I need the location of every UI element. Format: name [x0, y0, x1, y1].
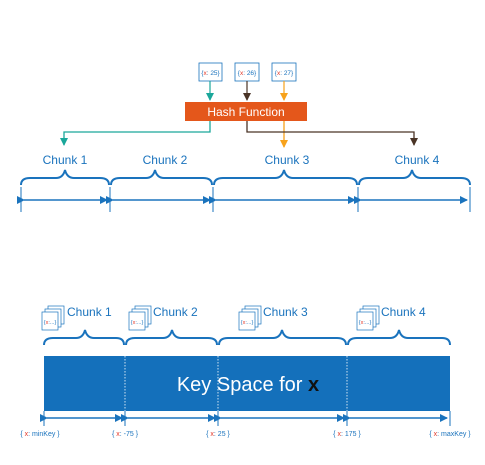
doc-value: 25: [210, 70, 218, 77]
svg-text:{x:...}: {x:...}: [359, 320, 372, 326]
top-braces: [20, 169, 471, 186]
ranged-sharding-diagram: {x:...} {x:...} {x:...} {x:...} Chunk 1 …: [20, 305, 471, 438]
doc-stack-chunk4: {x:...}: [356, 305, 380, 331]
svg-text:{x:...}: {x:...}: [44, 320, 57, 326]
document-x25: {x: 25}: [198, 62, 223, 82]
brace-chunk3: [213, 169, 358, 186]
brace-chunk1: [20, 169, 110, 186]
boundary-label-neg75: { x: -75 }: [112, 431, 139, 438]
bottom-chunk-label: Chunk 2: [153, 305, 198, 319]
doc-stack-chunk2: {x:...}: [128, 305, 152, 331]
bottom-chunk-label: Chunk 3: [263, 305, 308, 319]
svg-text:{x:...}: {x:...}: [131, 320, 144, 326]
svg-text:{x: 25}: {x: 25}: [201, 70, 220, 77]
brace-chunk4: [347, 329, 451, 346]
top-chunk-label: Chunk 4: [395, 153, 440, 167]
boundary-label-maxkey: { x: maxKey }: [429, 431, 471, 438]
doc-placeholder: ...: [365, 320, 370, 326]
arrow-hash-to-chunk4: [246, 121, 418, 146]
bottom-chunk-label: Chunk 1: [67, 305, 112, 319]
bottom-braces: [43, 329, 451, 346]
boundary-label-25: { x: 25 }: [206, 431, 230, 438]
doc-value: 26: [247, 70, 255, 77]
document-x27: {x: 27}: [271, 62, 297, 82]
key-space-label: Key Space for x: [177, 374, 319, 396]
doc-placeholder: ...: [137, 320, 142, 326]
key-space-dividers: [124, 356, 348, 411]
top-chunk-label: Chunk 3: [265, 153, 310, 167]
doc-placeholder: ...: [50, 320, 55, 326]
doc-key: x: [277, 70, 281, 77]
doc-stack-chunk1: {x:...}: [41, 305, 65, 331]
hash-function-box: Hash Function: [185, 102, 307, 121]
brace-chunk3: [218, 329, 347, 346]
hashed-sharding-diagram: {x: 25} {x: 26} {x: 27} Hash Function: [17, 62, 471, 212]
doc-stack-chunk3: {x:...}: [238, 305, 262, 331]
arrow-hash-to-chunk1: [60, 121, 211, 146]
top-chunk-label: Chunk 2: [143, 153, 188, 167]
doc-placeholder: ...: [247, 320, 252, 326]
brace-chunk2: [110, 169, 213, 186]
brace-chunk4: [358, 169, 471, 186]
svg-text:{x:...}: {x:...}: [241, 320, 254, 326]
doc-value: 27: [284, 70, 292, 77]
boundary-label-minkey: { x: minKey }: [20, 431, 60, 438]
svg-text:{x: 27}: {x: 27}: [275, 70, 294, 77]
doc-key: x: [240, 70, 244, 77]
brace-chunk1: [43, 329, 125, 346]
hash-function-label: Hash Function: [207, 105, 284, 119]
boundary-label-175: { x: 175 }: [333, 431, 361, 438]
doc-key: x: [203, 70, 207, 77]
svg-text:{x: 26}: {x: 26}: [238, 70, 257, 77]
key-space-variable: x: [308, 374, 319, 396]
top-chunk-label: Chunk 1: [43, 153, 88, 167]
brace-chunk2: [125, 329, 218, 346]
bottom-chunk-label: Chunk 4: [381, 305, 426, 319]
document-x26: {x: 26}: [234, 62, 260, 82]
key-space-bar: Key Space for x: [44, 356, 450, 411]
